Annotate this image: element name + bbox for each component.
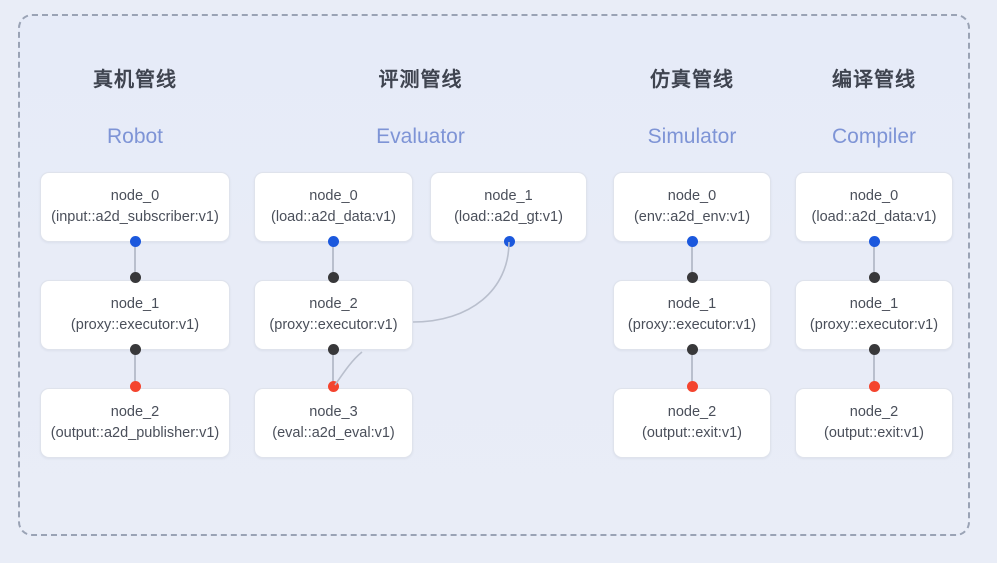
edge-line xyxy=(332,241,334,281)
node-box[interactable]: node_2 (output::exit:v1) xyxy=(795,388,953,458)
node-box[interactable]: node_0 (input::a2d_subscriber:v1) xyxy=(40,172,230,242)
node-box[interactable]: node_0 (load::a2d_data:v1) xyxy=(254,172,413,242)
node-spec: (output::exit:v1) xyxy=(824,425,924,441)
port-terminal-dot[interactable] xyxy=(328,381,339,392)
node-spec: (load::a2d_data:v1) xyxy=(271,209,396,225)
node-spec: (output::exit:v1) xyxy=(642,425,742,441)
port-link-dot[interactable] xyxy=(686,344,698,355)
pipeline-column-simulator: 仿真管线 Simulator node_0 (env::a2d_env:v1) … xyxy=(613,0,771,563)
edge-line xyxy=(332,349,334,389)
port-link-dot[interactable] xyxy=(686,272,698,283)
port-output-dot[interactable] xyxy=(503,236,515,247)
node-id: node_2 xyxy=(309,295,358,312)
edge-line xyxy=(873,241,875,281)
port-output-dot[interactable] xyxy=(686,236,698,247)
column-title-en-robot: Robot xyxy=(106,125,164,148)
column-title-en-evaluator: Evaluator xyxy=(376,125,465,148)
node-id: node_1 xyxy=(110,295,160,312)
node-box[interactable]: node_1 (proxy::executor:v1) xyxy=(40,280,230,350)
node-id: node_1 xyxy=(849,295,899,312)
port-terminal-dot[interactable] xyxy=(129,381,141,392)
node-box[interactable]: node_1 (proxy::executor:v1) xyxy=(795,280,953,350)
node-box[interactable]: node_1 (proxy::executor:v1) xyxy=(613,280,771,350)
edge-line xyxy=(134,349,136,389)
port-terminal-dot[interactable] xyxy=(868,381,880,392)
pipeline-column-evaluator: 评测管线 Evaluator node_0 (load::a2d_data:v1… xyxy=(254,0,587,563)
node-id: node_0 xyxy=(309,187,358,204)
column-title-cn-robot: 真机管线 xyxy=(93,69,177,91)
port-link-dot[interactable] xyxy=(129,272,141,283)
column-title-cn-evaluator: 评测管线 xyxy=(378,69,463,91)
node-id: node_2 xyxy=(110,403,160,420)
node-id: node_2 xyxy=(849,403,899,420)
edge-line xyxy=(134,241,136,281)
port-link-dot[interactable] xyxy=(328,272,339,283)
edge-line xyxy=(873,349,875,389)
node-id: node_2 xyxy=(667,403,717,420)
node-spec: (output::a2d_publisher:v1) xyxy=(50,425,220,441)
port-link-dot[interactable] xyxy=(328,344,339,355)
port-link-dot[interactable] xyxy=(868,272,880,283)
node-box[interactable]: node_3 (eval::a2d_eval:v1) xyxy=(254,388,413,458)
node-spec: (proxy::executor:v1) xyxy=(269,317,398,333)
node-box[interactable]: node_2 (proxy::executor:v1) xyxy=(254,280,413,350)
node-box[interactable]: node_2 (output::a2d_publisher:v1) xyxy=(40,388,230,458)
node-spec: (proxy::executor:v1) xyxy=(627,317,757,333)
node-id: node_0 xyxy=(667,187,717,204)
column-title-en-simulator: Simulator xyxy=(647,125,737,148)
column-title-cn-simulator: 仿真管线 xyxy=(650,69,734,91)
pipeline-column-robot: 真机管线 Robot node_0 (input::a2d_subscriber… xyxy=(40,0,230,563)
port-output-dot[interactable] xyxy=(868,236,880,247)
port-output-dot[interactable] xyxy=(129,236,141,247)
node-id: node_1 xyxy=(484,187,533,204)
node-id: node_1 xyxy=(667,295,717,312)
pipeline-column-compiler: 编译管线 Compiler node_0 (load::a2d_data:v1)… xyxy=(795,0,953,563)
node-box[interactable]: node_1 (load::a2d_gt:v1) xyxy=(430,172,587,242)
node-spec: (proxy::executor:v1) xyxy=(70,317,200,333)
node-id: node_3 xyxy=(309,403,358,420)
node-spec: (input::a2d_subscriber:v1) xyxy=(51,209,219,225)
column-title-en-compiler: Compiler xyxy=(831,125,917,148)
port-terminal-dot[interactable] xyxy=(686,381,698,392)
node-spec: (load::a2d_gt:v1) xyxy=(454,209,563,225)
node-box[interactable]: node_0 (load::a2d_data:v1) xyxy=(795,172,953,242)
port-link-dot[interactable] xyxy=(868,344,880,355)
column-title-cn-compiler: 编译管线 xyxy=(832,69,916,91)
node-spec: (eval::a2d_eval:v1) xyxy=(272,425,395,441)
node-id: node_0 xyxy=(110,187,160,204)
node-id: node_0 xyxy=(849,187,899,204)
node-box[interactable]: node_0 (env::a2d_env:v1) xyxy=(613,172,771,242)
node-spec: (proxy::executor:v1) xyxy=(809,317,939,333)
node-spec: (env::a2d_env:v1) xyxy=(633,209,751,225)
edge-line xyxy=(691,349,693,389)
edge-line xyxy=(691,241,693,281)
node-box[interactable]: node_2 (output::exit:v1) xyxy=(613,388,771,458)
port-link-dot[interactable] xyxy=(129,344,141,355)
node-spec: (load::a2d_data:v1) xyxy=(811,209,937,225)
port-output-dot[interactable] xyxy=(328,236,339,247)
